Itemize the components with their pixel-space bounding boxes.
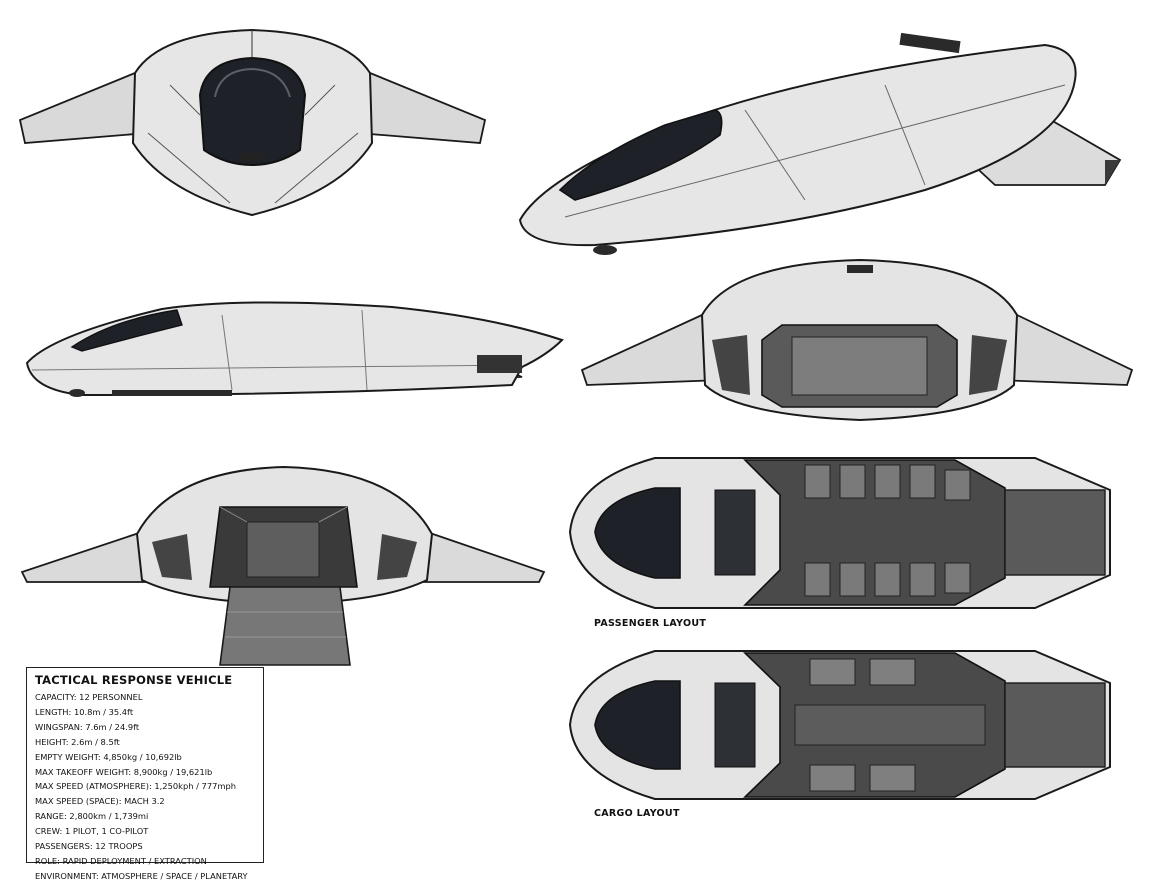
spec-row: WINGSPAN: 7.6m / 24.9ft bbox=[35, 721, 140, 732]
spec-panel: TACTICAL RESPONSE VEHICLE CAPACITY: 12 P… bbox=[26, 667, 264, 881]
spec-row: PASSENGERS: 12 TROOPS bbox=[35, 841, 143, 852]
perspective-view bbox=[505, 25, 1130, 265]
spec-row: RANGE: 2,800km / 1,739mi bbox=[35, 811, 149, 822]
spec-row: HEIGHT: 2.6m / 8.5ft bbox=[35, 736, 120, 747]
spec-row: ROLE: RAPID DEPLOYMENT / EXTRACTION bbox=[35, 855, 207, 866]
spec-row: MAX SPEED (ATMOSPHERE): 1,250kph / 777mp… bbox=[35, 781, 236, 792]
rear-ramp-view bbox=[20, 462, 547, 667]
spec-row: MAX TAKEOFF WEIGHT: 8,900kg / 19,621lb bbox=[35, 766, 213, 777]
cargo-layout-caption: CARGO LAYOUT bbox=[594, 808, 680, 819]
spec-row: ENVIRONMENT: ATMOSPHERE / SPACE / PLANET… bbox=[35, 870, 248, 881]
front-view bbox=[18, 25, 490, 225]
spec-row: CREW: 1 PILOT, 1 CO-PILOT bbox=[35, 826, 149, 837]
spec-row: EMPTY WEIGHT: 4,850kg / 10,692lb bbox=[35, 751, 182, 762]
rear-view bbox=[580, 255, 1137, 430]
spec-row: MAX SPEED (SPACE): MACH 3.2 bbox=[35, 796, 165, 807]
side-view bbox=[22, 295, 567, 405]
passenger-layout-caption: PASSENGER LAYOUT bbox=[594, 618, 707, 629]
spec-row: CAPACITY: 12 PERSONNEL bbox=[35, 692, 143, 702]
spec-row: LENGTH: 10.8m / 35.4ft bbox=[35, 706, 134, 717]
spec-title: TACTICAL RESPONSE VEHICLE bbox=[35, 673, 233, 687]
cargo-layout-plan bbox=[565, 645, 1115, 805]
passenger-layout-plan bbox=[565, 450, 1115, 615]
